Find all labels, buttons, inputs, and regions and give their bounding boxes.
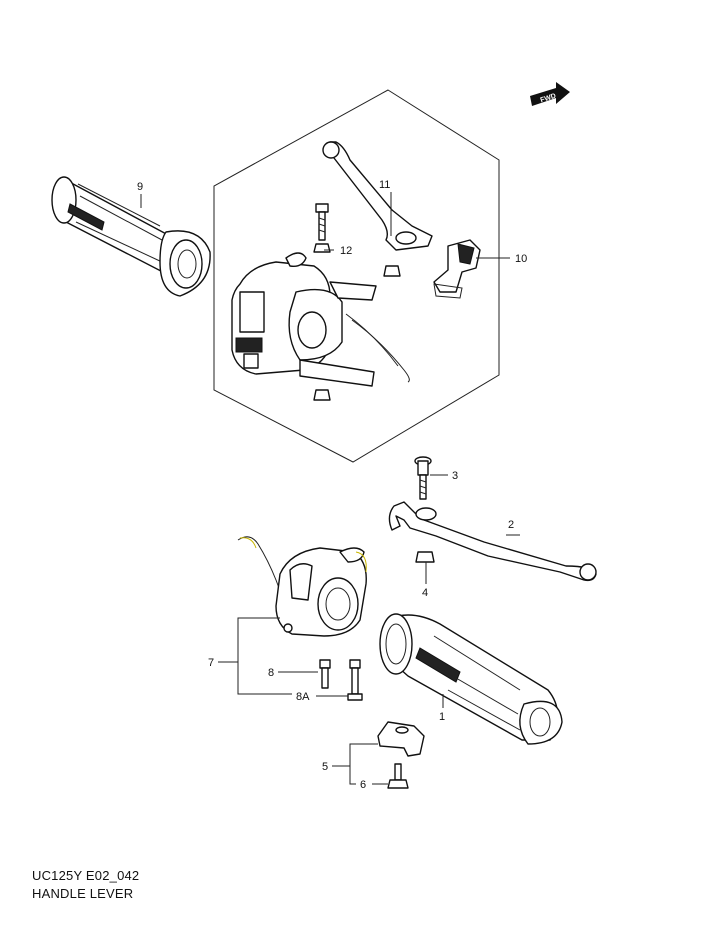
bracket-5-part — [377, 721, 425, 757]
callout-6: 6 — [360, 779, 366, 791]
callout-9: 9 — [137, 181, 143, 193]
right-switch-housing-part — [237, 536, 367, 637]
bracket-part — [433, 239, 481, 299]
upper-lever-part — [322, 141, 433, 251]
callout-8a: 8A — [296, 691, 310, 703]
callout-2: 2 — [508, 519, 514, 531]
lower-lever-part — [388, 501, 597, 582]
callout-3: 3 — [452, 470, 458, 482]
left-grip-part — [51, 176, 211, 297]
screw-8a-part — [347, 659, 363, 701]
assembly-box-outline — [213, 89, 500, 463]
screw-8-part — [319, 659, 331, 689]
diagram-title: HANDLE LEVER — [32, 886, 134, 901]
leader-lines — [140, 192, 520, 785]
callout-7: 7 — [208, 657, 214, 669]
callout-8: 8 — [268, 667, 274, 679]
fwd-arrow-icon: FWD — [530, 82, 570, 106]
callout-12: 12 — [340, 245, 352, 257]
callout-11: 11 — [379, 179, 390, 191]
bolt-12-part — [313, 203, 331, 253]
small-nut-part — [383, 265, 401, 277]
callout-labels: 9 11 12 10 3 2 4 7 8 8A 1 5 6 — [137, 179, 527, 791]
bolt-3-part — [414, 456, 432, 500]
left-switch-housing-part — [231, 252, 410, 401]
callout-5: 5 — [322, 761, 328, 773]
screw-6-part — [387, 763, 409, 789]
right-grip-part — [379, 613, 563, 745]
callout-1: 1 — [439, 711, 445, 723]
nut-4-part — [415, 551, 435, 563]
diagram-code: UC125Y E02_042 — [32, 868, 140, 883]
fwd-label: FWD — [540, 93, 557, 105]
callout-10: 10 — [515, 253, 527, 265]
callout-4: 4 — [422, 587, 428, 599]
